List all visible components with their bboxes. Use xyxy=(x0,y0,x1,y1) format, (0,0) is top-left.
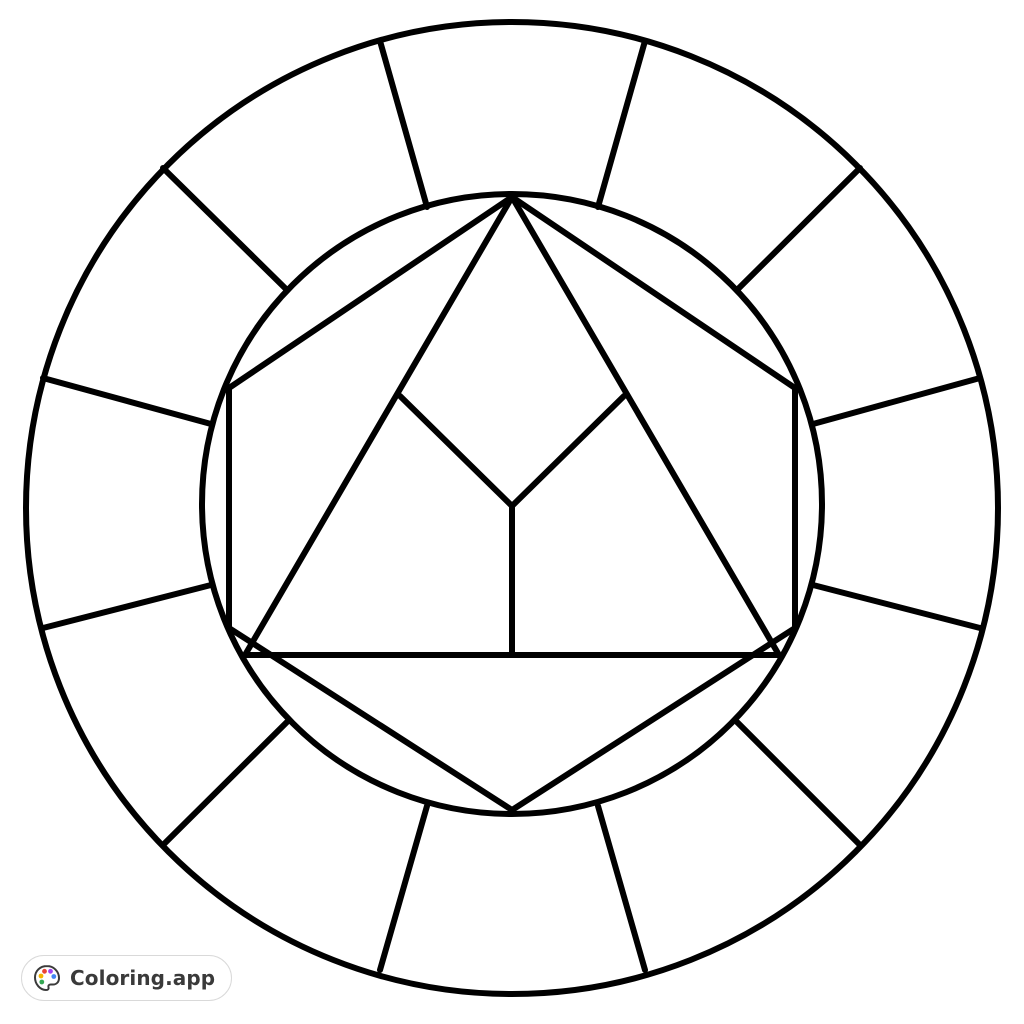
ring-divider xyxy=(377,38,430,210)
ring-divider xyxy=(810,375,983,427)
ring-dividers xyxy=(40,38,983,973)
ring-divider xyxy=(377,803,430,973)
triangle-divider xyxy=(509,393,627,509)
ring-divider xyxy=(595,803,648,973)
triangle-dividers xyxy=(397,393,627,658)
palette-icon xyxy=(33,964,61,992)
ring-divider xyxy=(734,165,863,293)
brand-label: Coloring.app xyxy=(70,966,216,990)
triangle-divider xyxy=(397,393,515,509)
ring-divider xyxy=(40,582,214,631)
ring-divider xyxy=(40,375,214,427)
inner-hexagon[interactable] xyxy=(226,193,798,814)
ring-divider xyxy=(160,165,290,293)
ring-divider xyxy=(734,719,863,848)
ring-divider xyxy=(595,38,648,210)
coloring-app-badge[interactable]: Coloring.app xyxy=(21,955,233,1001)
ring-divider xyxy=(810,582,983,631)
ring-divider xyxy=(162,719,290,846)
